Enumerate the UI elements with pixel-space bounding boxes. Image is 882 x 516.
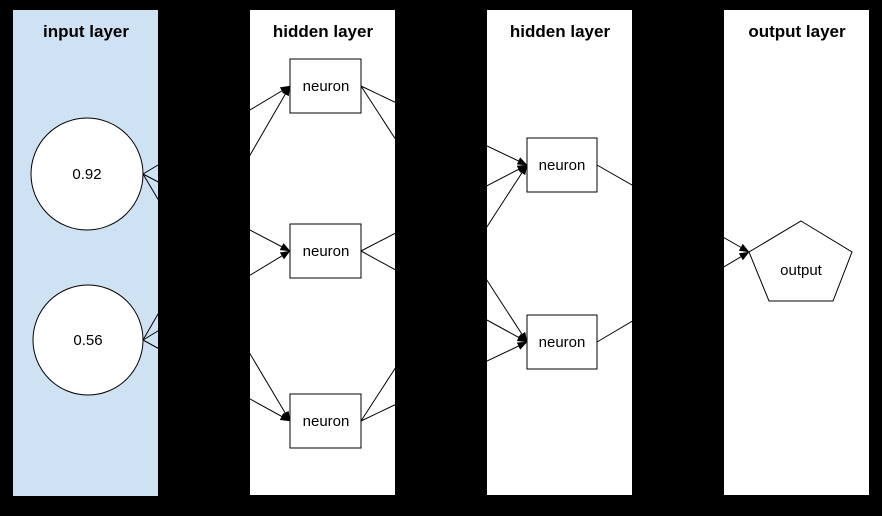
edge-h2b-out1 — [596, 251, 750, 343]
hidden1-neuron-2 — [289, 223, 362, 279]
panel-hidden-layer-2 — [487, 10, 632, 495]
edge-lines — [142, 85, 750, 422]
edge-in1-h1a — [142, 85, 291, 175]
hidden2-neuron-2-label: neuron — [539, 334, 586, 351]
edge-h1b-h2b — [360, 250, 528, 343]
hidden1-neuron-2-label: neuron — [303, 243, 350, 260]
output-node — [748, 220, 853, 302]
edge-in2-h1c — [142, 339, 291, 422]
input-node-1-value: 0.92 — [72, 166, 101, 183]
hidden-layer-2-title: hidden layer — [510, 22, 611, 41]
edge-h1a-h2b — [360, 85, 528, 343]
edge-in1-h1c — [142, 173, 291, 422]
edge-h1c-h2b — [360, 341, 528, 422]
hidden1-neuron-1-label: neuron — [303, 78, 350, 95]
hidden-layer-1-title: hidden layer — [273, 22, 374, 41]
hidden2-neuron-2 — [526, 314, 598, 370]
edge-h1b-h2a — [360, 164, 528, 252]
output-layer-title: output layer — [748, 22, 846, 41]
hidden2-neuron-1-label: neuron — [539, 157, 586, 174]
output-node-label: output — [780, 262, 823, 279]
hidden2-neuron-1 — [526, 137, 598, 193]
input-node-1 — [30, 117, 144, 231]
hidden1-neuron-1 — [289, 58, 362, 114]
panel-input-layer — [13, 10, 158, 496]
input-layer-title: input layer — [43, 22, 129, 41]
hidden1-neuron-3-label: neuron — [303, 413, 350, 430]
edge-h1a-h2a — [360, 85, 528, 166]
input-node-2-value: 0.56 — [73, 332, 102, 349]
hidden1-neuron-3 — [289, 393, 362, 449]
input-node-2 — [32, 284, 144, 396]
edge-h2a-out1 — [596, 164, 750, 253]
edge-in2-h1b — [142, 250, 291, 341]
edge-in2-h1a — [142, 85, 291, 341]
edge-h1c-h2a — [360, 164, 528, 422]
